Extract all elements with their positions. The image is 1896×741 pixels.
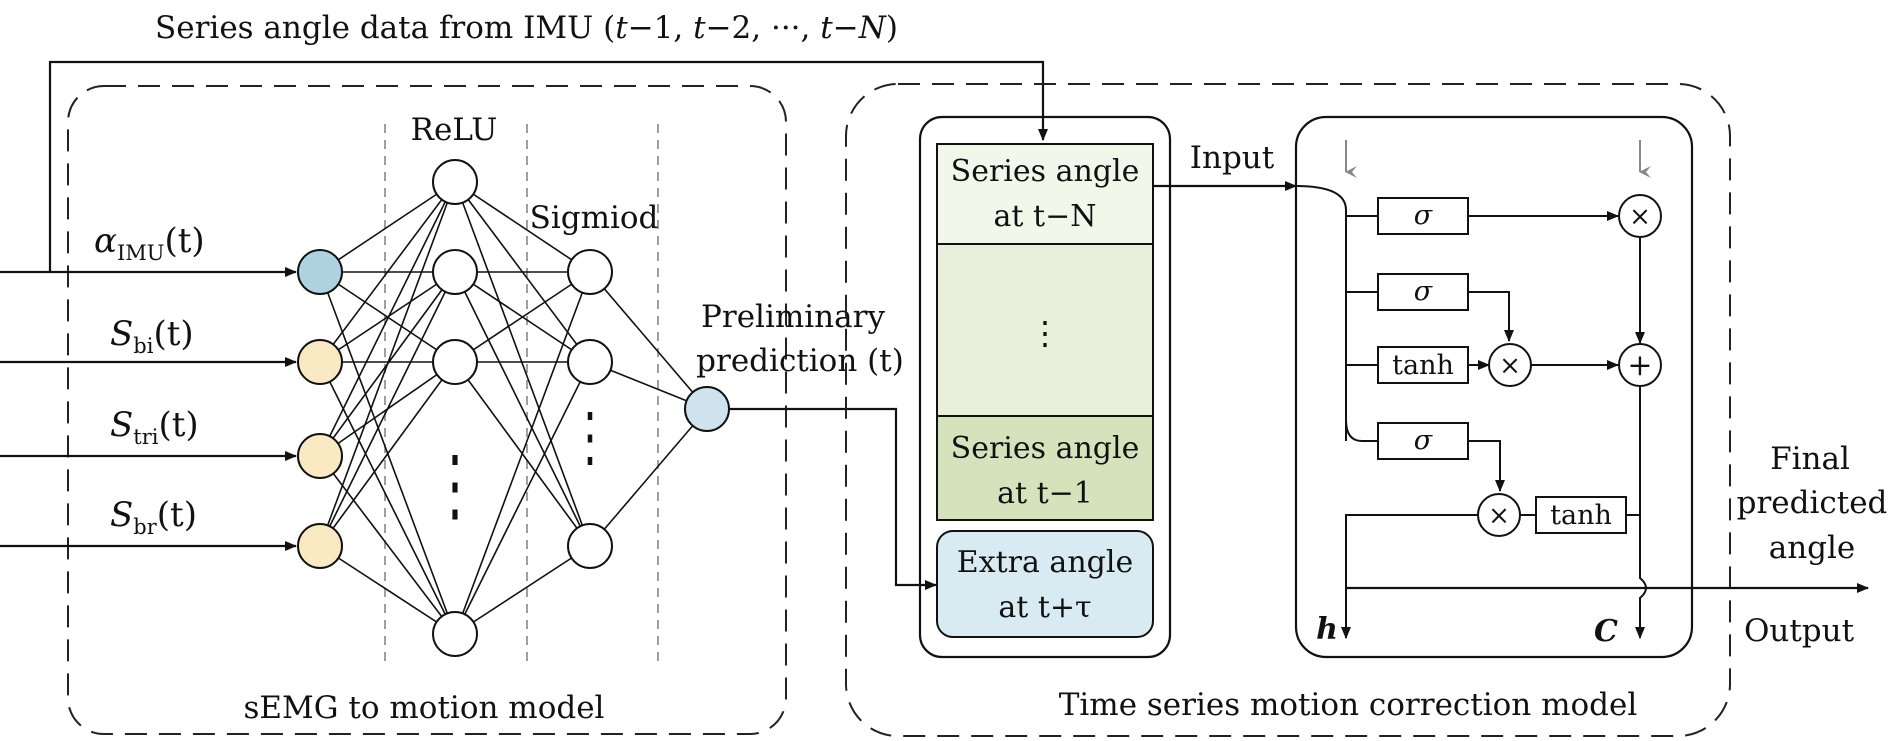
network-edge <box>454 271 591 363</box>
stack-middle-ellipsis: ⋮ <box>1029 314 1061 352</box>
stack-top-line1: Series angle <box>951 154 1140 189</box>
preliminary-label-line2: prediction (t) <box>696 343 904 379</box>
stack-middle-cell <box>936 243 1154 417</box>
sequence-container <box>918 115 1172 659</box>
input-multiply-node <box>1488 343 1532 387</box>
output-gate-box <box>1377 422 1469 460</box>
cell-add-label: + <box>1627 348 1652 383</box>
stack-bottom-line2: at t−1 <box>997 476 1093 511</box>
output-multiply-node <box>1477 493 1521 537</box>
preliminary-label-line1: Preliminary <box>701 299 885 335</box>
input-gate-label: σ <box>1414 276 1434 307</box>
forget-multiply-node <box>1618 194 1662 238</box>
output-label: Output <box>1744 613 1855 649</box>
relu-label: ReLU <box>411 112 498 148</box>
relu-node <box>432 611 478 657</box>
forget-gate-box <box>1377 197 1469 235</box>
output-node <box>684 386 730 432</box>
sigmoid-node <box>567 523 613 569</box>
input-node-s-bi <box>297 339 343 385</box>
lstm-ops <box>1477 194 1662 537</box>
network-edge <box>319 271 456 363</box>
prediction-arrow <box>729 407 937 590</box>
stack-extra-line2: at t+τ <box>998 590 1091 625</box>
input-label-s-bi: Sbi(t) <box>110 314 194 358</box>
network-edge <box>454 545 591 635</box>
forget-multiply-label: × <box>1629 202 1651 232</box>
candidate-label: tanh <box>1392 350 1454 381</box>
imu-feedback-line <box>48 60 1048 272</box>
relu-node <box>432 339 478 385</box>
network-edge <box>319 181 456 547</box>
network-edge <box>454 271 591 547</box>
forget-gate-label: σ <box>1414 200 1434 231</box>
final-label-line1: Final <box>1770 441 1850 477</box>
network-edge <box>454 271 591 635</box>
relu-node <box>432 249 478 295</box>
final-label-line2: predicted <box>1737 485 1888 521</box>
candidate-box <box>1377 346 1469 384</box>
input-gate-box <box>1377 273 1469 311</box>
input-node-alpha-imu <box>297 249 343 295</box>
input-label-s-br: Sbr(t) <box>110 495 197 539</box>
sigmoid-ellipsis: ⋮ <box>568 399 612 475</box>
network-edge <box>589 408 708 547</box>
output-gate-label: σ <box>1414 425 1434 456</box>
network-edge <box>319 181 456 273</box>
relu-ellipsis: ⋮ <box>430 438 480 532</box>
correction-panel-title: Time series motion correction model <box>1059 687 1638 723</box>
sigmoid-node <box>567 339 613 385</box>
input-label: Input <box>1190 140 1275 176</box>
sigmoid-node <box>567 249 613 295</box>
lstm-internal-arrows <box>1341 211 1647 639</box>
network-edge <box>454 181 591 273</box>
network-nodes <box>297 159 730 657</box>
network-edge <box>454 361 591 635</box>
stack-extra-cell <box>936 530 1154 638</box>
layer-separators <box>384 124 659 668</box>
input-multiply-label: × <box>1499 351 1521 381</box>
network-edge <box>319 361 456 635</box>
stack-bottom-cell <box>936 415 1154 521</box>
c-label: C <box>1594 614 1618 649</box>
final-label-line3: angle <box>1769 530 1856 566</box>
network-edge <box>319 545 456 635</box>
input-label-s-tri: Stri(t) <box>110 405 199 449</box>
input-node-s-br <box>297 523 343 569</box>
network-edge <box>454 181 591 547</box>
output-tanh-label: tanh <box>1550 500 1612 531</box>
relu-node <box>432 159 478 205</box>
input-node-s-tri <box>297 433 343 479</box>
network-edge <box>589 271 708 410</box>
correction-panel <box>845 83 1731 737</box>
stack-extra-line1: Extra angle <box>957 545 1133 580</box>
network-edge <box>319 271 456 547</box>
network-connections <box>319 181 708 635</box>
cell-add-node <box>1618 343 1662 387</box>
lstm-bus-branches <box>1345 215 1378 442</box>
network-edge <box>319 181 456 363</box>
output-multiply-label: × <box>1488 501 1510 531</box>
input-arrows <box>0 267 297 551</box>
imu-caption: Series angle data from IMU (t−1, t−2, ··… <box>155 10 898 46</box>
network-edge <box>319 181 456 457</box>
output-tanh-box <box>1535 496 1627 534</box>
stack-bottom-line1: Series angle <box>951 431 1140 466</box>
stack-top-line2: at t−N <box>994 199 1097 234</box>
input-label-alpha-imu: αIMU(t) <box>94 221 205 265</box>
lstm-cell <box>1294 115 1694 659</box>
network-edge <box>319 361 456 547</box>
semg-panel-title: sEMG to motion model <box>244 690 605 726</box>
h-label: h <box>1316 612 1338 647</box>
sigmoid-label: Sigmiod <box>530 200 659 236</box>
lstm-input-bus <box>1295 185 1347 441</box>
